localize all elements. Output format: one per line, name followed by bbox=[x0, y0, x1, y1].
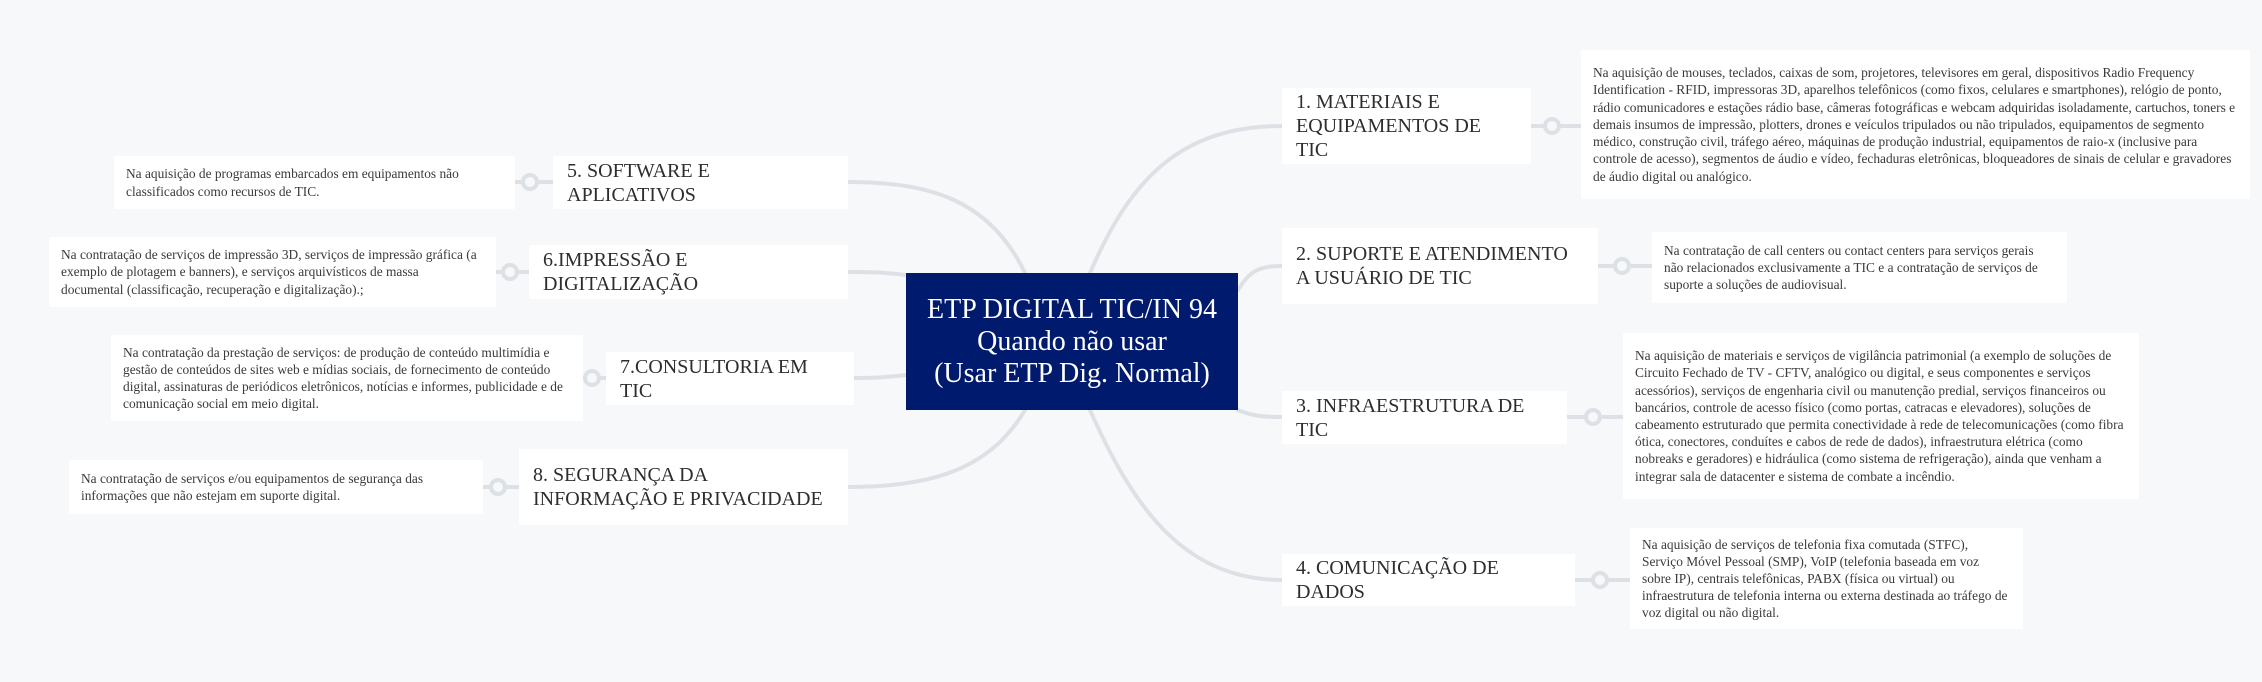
description-text: Na aquisição de programas embarcados em … bbox=[126, 166, 459, 199]
topic-suporte-atendimento[interactable]: 2. SUPORTE E ATENDIMENTO A USUÁRIO DE TI… bbox=[1282, 228, 1598, 304]
topic-title: 5. SOFTWARE E APLICATIVOS bbox=[567, 159, 710, 206]
topic-title: 3. INFRAESTRUTURA DE TIC bbox=[1296, 394, 1525, 441]
central-topic-line2: Quando não usar bbox=[977, 325, 1167, 357]
topic-description-materiais[interactable]: Na aquisição de mouses, teclados, caixas… bbox=[1581, 50, 2250, 199]
topic-consultoria[interactable]: 7.CONSULTORIA EM TIC bbox=[606, 352, 854, 405]
topic-title: 4. COMUNICAÇÃO DE DADOS bbox=[1296, 557, 1499, 603]
central-topic-line3: (Usar ETP Dig. Normal) bbox=[934, 357, 1210, 389]
topic-description-infraestrutura[interactable]: Na aquisição de materiais e serviços de … bbox=[1623, 333, 2139, 499]
topic-description-seguranca[interactable]: Na contratação de serviços e/ou equipame… bbox=[69, 460, 483, 514]
topic-title: 1. MATERIAIS E EQUIPAMENTOS DE TIC bbox=[1296, 91, 1482, 161]
description-text: Na aquisição de serviços de telefonia fi… bbox=[1642, 536, 2008, 621]
topic-comunicacao-dados[interactable]: 4. COMUNICAÇÃO DE DADOS bbox=[1282, 554, 1575, 606]
central-topic[interactable]: ETP DIGITAL TIC/IN 94 Quando não usar (U… bbox=[906, 273, 1238, 410]
description-text: Na contratação de serviços de impressão … bbox=[61, 247, 477, 297]
topic-title: 6.IMPRESSÃO E DIGITALIZAÇÃO bbox=[543, 249, 699, 295]
topic-description-software[interactable]: Na aquisição de programas embarcados em … bbox=[114, 156, 515, 209]
topic-description-comunicacao[interactable]: Na aquisição de serviços de telefonia fi… bbox=[1630, 528, 2023, 629]
topic-seguranca-informacao[interactable]: 8. SEGURANÇA DA INFORMAÇÃO E PRIVACIDADE bbox=[519, 449, 848, 525]
topic-infraestrutura[interactable]: 3. INFRAESTRUTURA DE TIC bbox=[1282, 391, 1567, 444]
description-text: Na contratação da prestação de serviços:… bbox=[123, 344, 563, 412]
topic-description-impressao[interactable]: Na contratação de serviços de impressão … bbox=[49, 237, 496, 307]
topic-title: 7.CONSULTORIA EM TIC bbox=[620, 355, 808, 402]
topic-description-suporte[interactable]: Na contratação de call centers ou contac… bbox=[1652, 232, 2067, 303]
topic-title: 8. SEGURANÇA DA INFORMAÇÃO E PRIVACIDADE bbox=[533, 464, 823, 510]
topic-impressao-digitalizacao[interactable]: 6.IMPRESSÃO E DIGITALIZAÇÃO bbox=[529, 245, 848, 299]
topic-description-consultoria[interactable]: Na contratação da prestação de serviços:… bbox=[111, 335, 583, 421]
topic-materiais-equipamentos[interactable]: 1. MATERIAIS E EQUIPAMENTOS DE TIC bbox=[1282, 88, 1531, 164]
topic-title: 2. SUPORTE E ATENDIMENTO A USUÁRIO DE TI… bbox=[1296, 243, 1568, 289]
description-text: Na contratação de call centers ou contac… bbox=[1664, 242, 2038, 293]
central-topic-line1: ETP DIGITAL TIC/IN 94 bbox=[927, 293, 1217, 325]
description-text: Na contratação de serviços e/ou equipame… bbox=[81, 470, 424, 503]
description-text: Na aquisição de mouses, teclados, caixas… bbox=[1593, 65, 2236, 184]
topic-software-aplicativos[interactable]: 5. SOFTWARE E APLICATIVOS bbox=[553, 156, 848, 209]
description-text: Na aquisição de materiais e serviços de … bbox=[1635, 348, 2124, 484]
